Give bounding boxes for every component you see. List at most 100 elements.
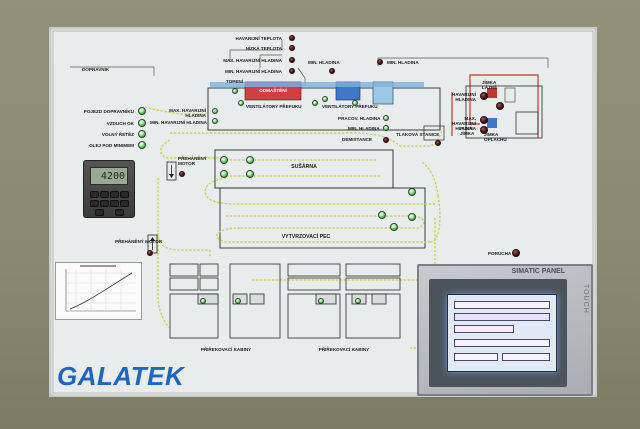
lamp-susarna-1 (220, 156, 228, 164)
controller-key[interactable] (100, 191, 109, 198)
lamp-pojezd-dopravniku (138, 107, 146, 115)
lamp-pec-1 (408, 188, 416, 196)
label-ventilatory-prefuku-1: VENTILÁTORY PŘEFUKU (246, 104, 302, 109)
lamp-olej-pod-minimem (138, 141, 146, 149)
label-prehanny-motor-1: PŘEHÁNĚNÝ MOTOR (178, 156, 207, 166)
label-nizka-teplota: NÍZKÁ TEPLOTA (245, 46, 282, 51)
lamp-booth-1 (200, 298, 206, 304)
hmi-field[interactable] (454, 353, 498, 361)
hmi-field[interactable] (454, 339, 550, 347)
mimic-border (52, 30, 594, 394)
lamp-nizka-teplota (289, 45, 295, 51)
label-min-hladina: MIN. HLADINA (308, 60, 340, 65)
label-vzduch-ok: VZDUCH OK (106, 121, 134, 126)
lamp-porucha (512, 249, 520, 257)
lamp-jimka-lazne (496, 102, 504, 110)
equipment-box-top (504, 87, 516, 103)
controller-key[interactable] (120, 191, 129, 198)
treatment-tank-outline (207, 87, 441, 131)
lamp-prehanny-motor-2 (147, 250, 153, 256)
jimka-lazne-tank (465, 85, 543, 139)
lamp-min-hladina-mid (383, 125, 389, 131)
controller-key[interactable] (110, 200, 119, 207)
lamp-prehanny-motor-1 (179, 171, 185, 177)
controller-key[interactable] (90, 191, 99, 198)
hmi-brand: SIMATIC PANEL (511, 268, 565, 275)
label-demistance: DEMISTANCE (342, 137, 373, 142)
hmi-side-label: TOUCH (582, 284, 589, 314)
lamp-min-hladina-right (377, 59, 383, 65)
lamp-booth-2 (235, 298, 241, 304)
lamp-booth-4 (355, 298, 361, 304)
hmi-field[interactable] (454, 313, 550, 321)
controller-key[interactable] (95, 209, 104, 216)
lamp-max-havarijni-hladina-r (480, 116, 488, 124)
label-topeni: TOPENÍ (226, 79, 244, 84)
controller-key[interactable] (115, 209, 124, 216)
label-pojezd-dopravniku: POJEZD DOPRAVNÍKU (83, 109, 134, 114)
lamp-topeni (232, 88, 238, 94)
blue-strip-top (210, 82, 424, 87)
motor-box-1 (166, 161, 177, 181)
lamp-vzduch-ok (138, 119, 146, 127)
lamp-pec-2 (408, 213, 416, 221)
lamp-pec-4 (390, 223, 398, 231)
lamp-tlakova-stanice (435, 140, 441, 146)
lamp-demistance (383, 137, 389, 143)
pec-box (219, 187, 426, 249)
red-pipe (451, 74, 539, 138)
label-olej-pod-minimem: OLEJ POD MINIMEM (89, 143, 134, 148)
lamp-min-havarijni-hladina-top (289, 68, 295, 74)
hmi-field[interactable] (454, 325, 514, 333)
lamp-vent-1a (238, 100, 244, 106)
label-susarna: SUŠÁRNA (291, 164, 317, 170)
label-prehanny-motor-2: PŘEHÁNĚNÝ MOTOR (115, 239, 163, 244)
controller-key[interactable] (100, 200, 109, 207)
lamp-min-hladina (329, 68, 335, 74)
lamp-max-havarijni-hladina (212, 108, 218, 114)
temperature-controller[interactable]: 4200 (83, 160, 135, 218)
label-min-hladina-mid: MIN. HLADINA (348, 126, 380, 131)
lamp-volny-retez (138, 130, 146, 138)
lamp-susarna-4 (246, 170, 254, 178)
label-max-havarijni-hladina-top: MAX. HAVARIJNÍ HLADINA (223, 58, 282, 63)
label-max-havarijni-hladina: MAX. HAVARIJNÍ HLADINA (169, 108, 206, 118)
lamp-vent-2a (322, 96, 328, 102)
lamp-susarna-2 (220, 170, 228, 178)
hmi-field[interactable] (454, 301, 550, 309)
pump-blue (487, 118, 497, 128)
controller-display: 4200 (90, 167, 128, 185)
label-porucha: PORUCHA (488, 251, 512, 256)
label-dopravnik: DOPRAVNÍK (82, 67, 110, 72)
controller-key[interactable] (110, 191, 119, 198)
label-havarijni-hladina-r: HAVARIJNÍ HLADINA (451, 92, 476, 102)
label-vytvrzovaci-pec: VYTVRZOVACÍ PEC (281, 234, 331, 240)
label-min-havarijni-hladina-top: MIN. HAVARIJNÍ HLADINA (225, 69, 282, 74)
simatic-hmi-panel[interactable]: SIMATIC PANEL TOUCH (417, 264, 593, 396)
lamp-vent-1b (312, 100, 318, 106)
label-jimka-lazne: JÍMKA LÁZNĚ (482, 80, 498, 90)
label-ventilatory-prefuku-2: VENTILÁTORY PŘEFUKU (322, 104, 378, 109)
lamp-havarijni-teplota (289, 35, 295, 41)
lamp-plna-jimka (480, 126, 488, 134)
tlakova-stanice-box (423, 125, 445, 141)
label-plna-jimka: PLNÁ JÍMKA (460, 126, 475, 136)
lamp-min-havarijni-hladina (212, 118, 218, 124)
hmi-touchscreen[interactable] (447, 294, 557, 372)
label-volny-retez: VOLNÝ ŘETĚZ (101, 132, 134, 137)
lamp-pracov-hladina (383, 115, 389, 121)
lamp-pec-3 (378, 211, 386, 219)
label-havarijni-teplota: HAVARIJNÍ TEPLOTA (235, 36, 282, 41)
label-min-havarijni-hladina: MIN. HAVARIJNÍ HLADINA (150, 120, 207, 125)
label-pracov-hladina: PRACOV. HLADINA (338, 116, 381, 121)
label-odmasteni: ODMAŠTĚNÍ (259, 88, 287, 93)
temperature-graph-sheet (55, 262, 142, 320)
label-jimka-oplachu: JÍMKA OPLACHU (484, 132, 507, 142)
equipment-box-right (515, 111, 539, 135)
hmi-field[interactable] (502, 353, 550, 361)
controller-key[interactable] (120, 200, 129, 207)
label-tlakova-stanice: TLAKOVÁ STANICE (396, 132, 440, 137)
pump-red (487, 88, 497, 98)
lamp-susarna-3 (246, 156, 254, 164)
controller-key[interactable] (90, 200, 99, 207)
